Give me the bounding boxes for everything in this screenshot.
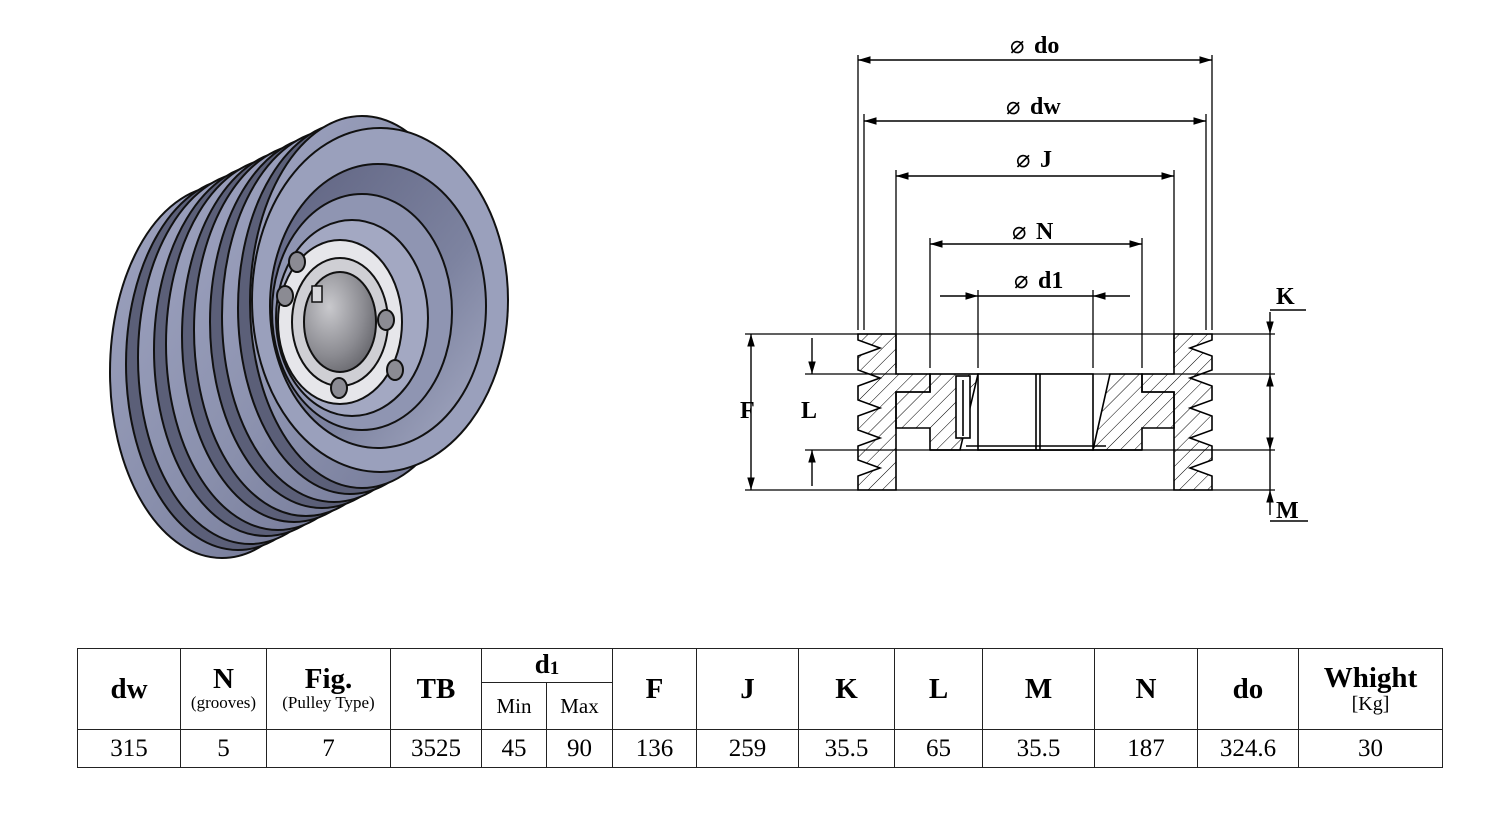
diameter-symbol: ⌀ [1012, 217, 1026, 245]
bush-bolt-holes [276, 251, 404, 399]
dimension-lines [858, 56, 1212, 300]
label-J: J [1040, 147, 1052, 173]
cell-dw: 315 [77, 729, 181, 768]
header-M: M [982, 648, 1095, 730]
header-N: N(grooves) [180, 648, 267, 730]
specification-table: dw N(grooves) Fig.(Pulley Type) TB d1 F … [77, 647, 1443, 768]
taper-bush [277, 239, 403, 405]
cell-N: 5 [180, 729, 267, 768]
header-F: F [612, 648, 697, 730]
header-do: do [1197, 648, 1299, 730]
pulley-section-drawing: ⌀ do ⌀ dw ⌀ J ⌀ N ⌀ d1 K M F L [740, 31, 1308, 524]
cell-do: 324.6 [1197, 729, 1299, 768]
header-d1: d1 [481, 647, 613, 684]
cell-d1-max: 90 [546, 729, 613, 768]
header-d1-max: Max [546, 682, 613, 730]
cell-fig: 7 [266, 729, 391, 768]
diameter-symbol: ⌀ [1016, 145, 1030, 173]
cell-TB: 3525 [390, 729, 482, 768]
header-weight: Whight[Kg] [1298, 648, 1443, 730]
diameter-symbol: ⌀ [1014, 266, 1028, 294]
cell-J: 259 [696, 729, 799, 768]
header-J: J [696, 648, 799, 730]
diameter-symbol: ⌀ [1010, 31, 1024, 59]
label-dw: dw [1030, 94, 1061, 120]
label-d1: d1 [1038, 268, 1063, 294]
label-L: L [801, 398, 817, 424]
diameter-symbol: ⌀ [1006, 92, 1020, 120]
cell-weight: 30 [1298, 729, 1443, 768]
header-fig: Fig.(Pulley Type) [266, 648, 391, 730]
header-K: K [798, 648, 895, 730]
label-M: M [1276, 498, 1299, 524]
label-do: do [1034, 33, 1059, 59]
dimension-labels: ⌀ do ⌀ dw ⌀ J ⌀ N ⌀ d1 K M F L [740, 31, 1299, 524]
table-header-row: dw N(grooves) Fig.(Pulley Type) TB d1 F … [77, 647, 1443, 730]
cell-K: 35.5 [798, 729, 895, 768]
vertical-dimensions [747, 309, 1308, 522]
cell-F: 136 [612, 729, 697, 768]
cell-N2: 187 [1094, 729, 1198, 768]
header-N2: N [1094, 648, 1198, 730]
header-TB: TB [390, 648, 482, 730]
label-K: K [1276, 284, 1295, 310]
label-N: N [1036, 219, 1054, 245]
extension-lines [857, 55, 1213, 368]
section-body [857, 333, 1213, 491]
cell-L: 65 [894, 729, 983, 768]
cell-d1-min: 45 [481, 729, 547, 768]
header-d1-min: Min [481, 682, 547, 730]
cell-M: 35.5 [982, 729, 1095, 768]
header-L: L [894, 648, 983, 730]
header-dw: dw [77, 648, 181, 730]
pulley-isometric-view [109, 115, 509, 559]
label-F: F [740, 398, 755, 424]
table-row: 315 5 7 3525 45 90 136 259 35.5 65 35.5 … [77, 729, 1443, 768]
